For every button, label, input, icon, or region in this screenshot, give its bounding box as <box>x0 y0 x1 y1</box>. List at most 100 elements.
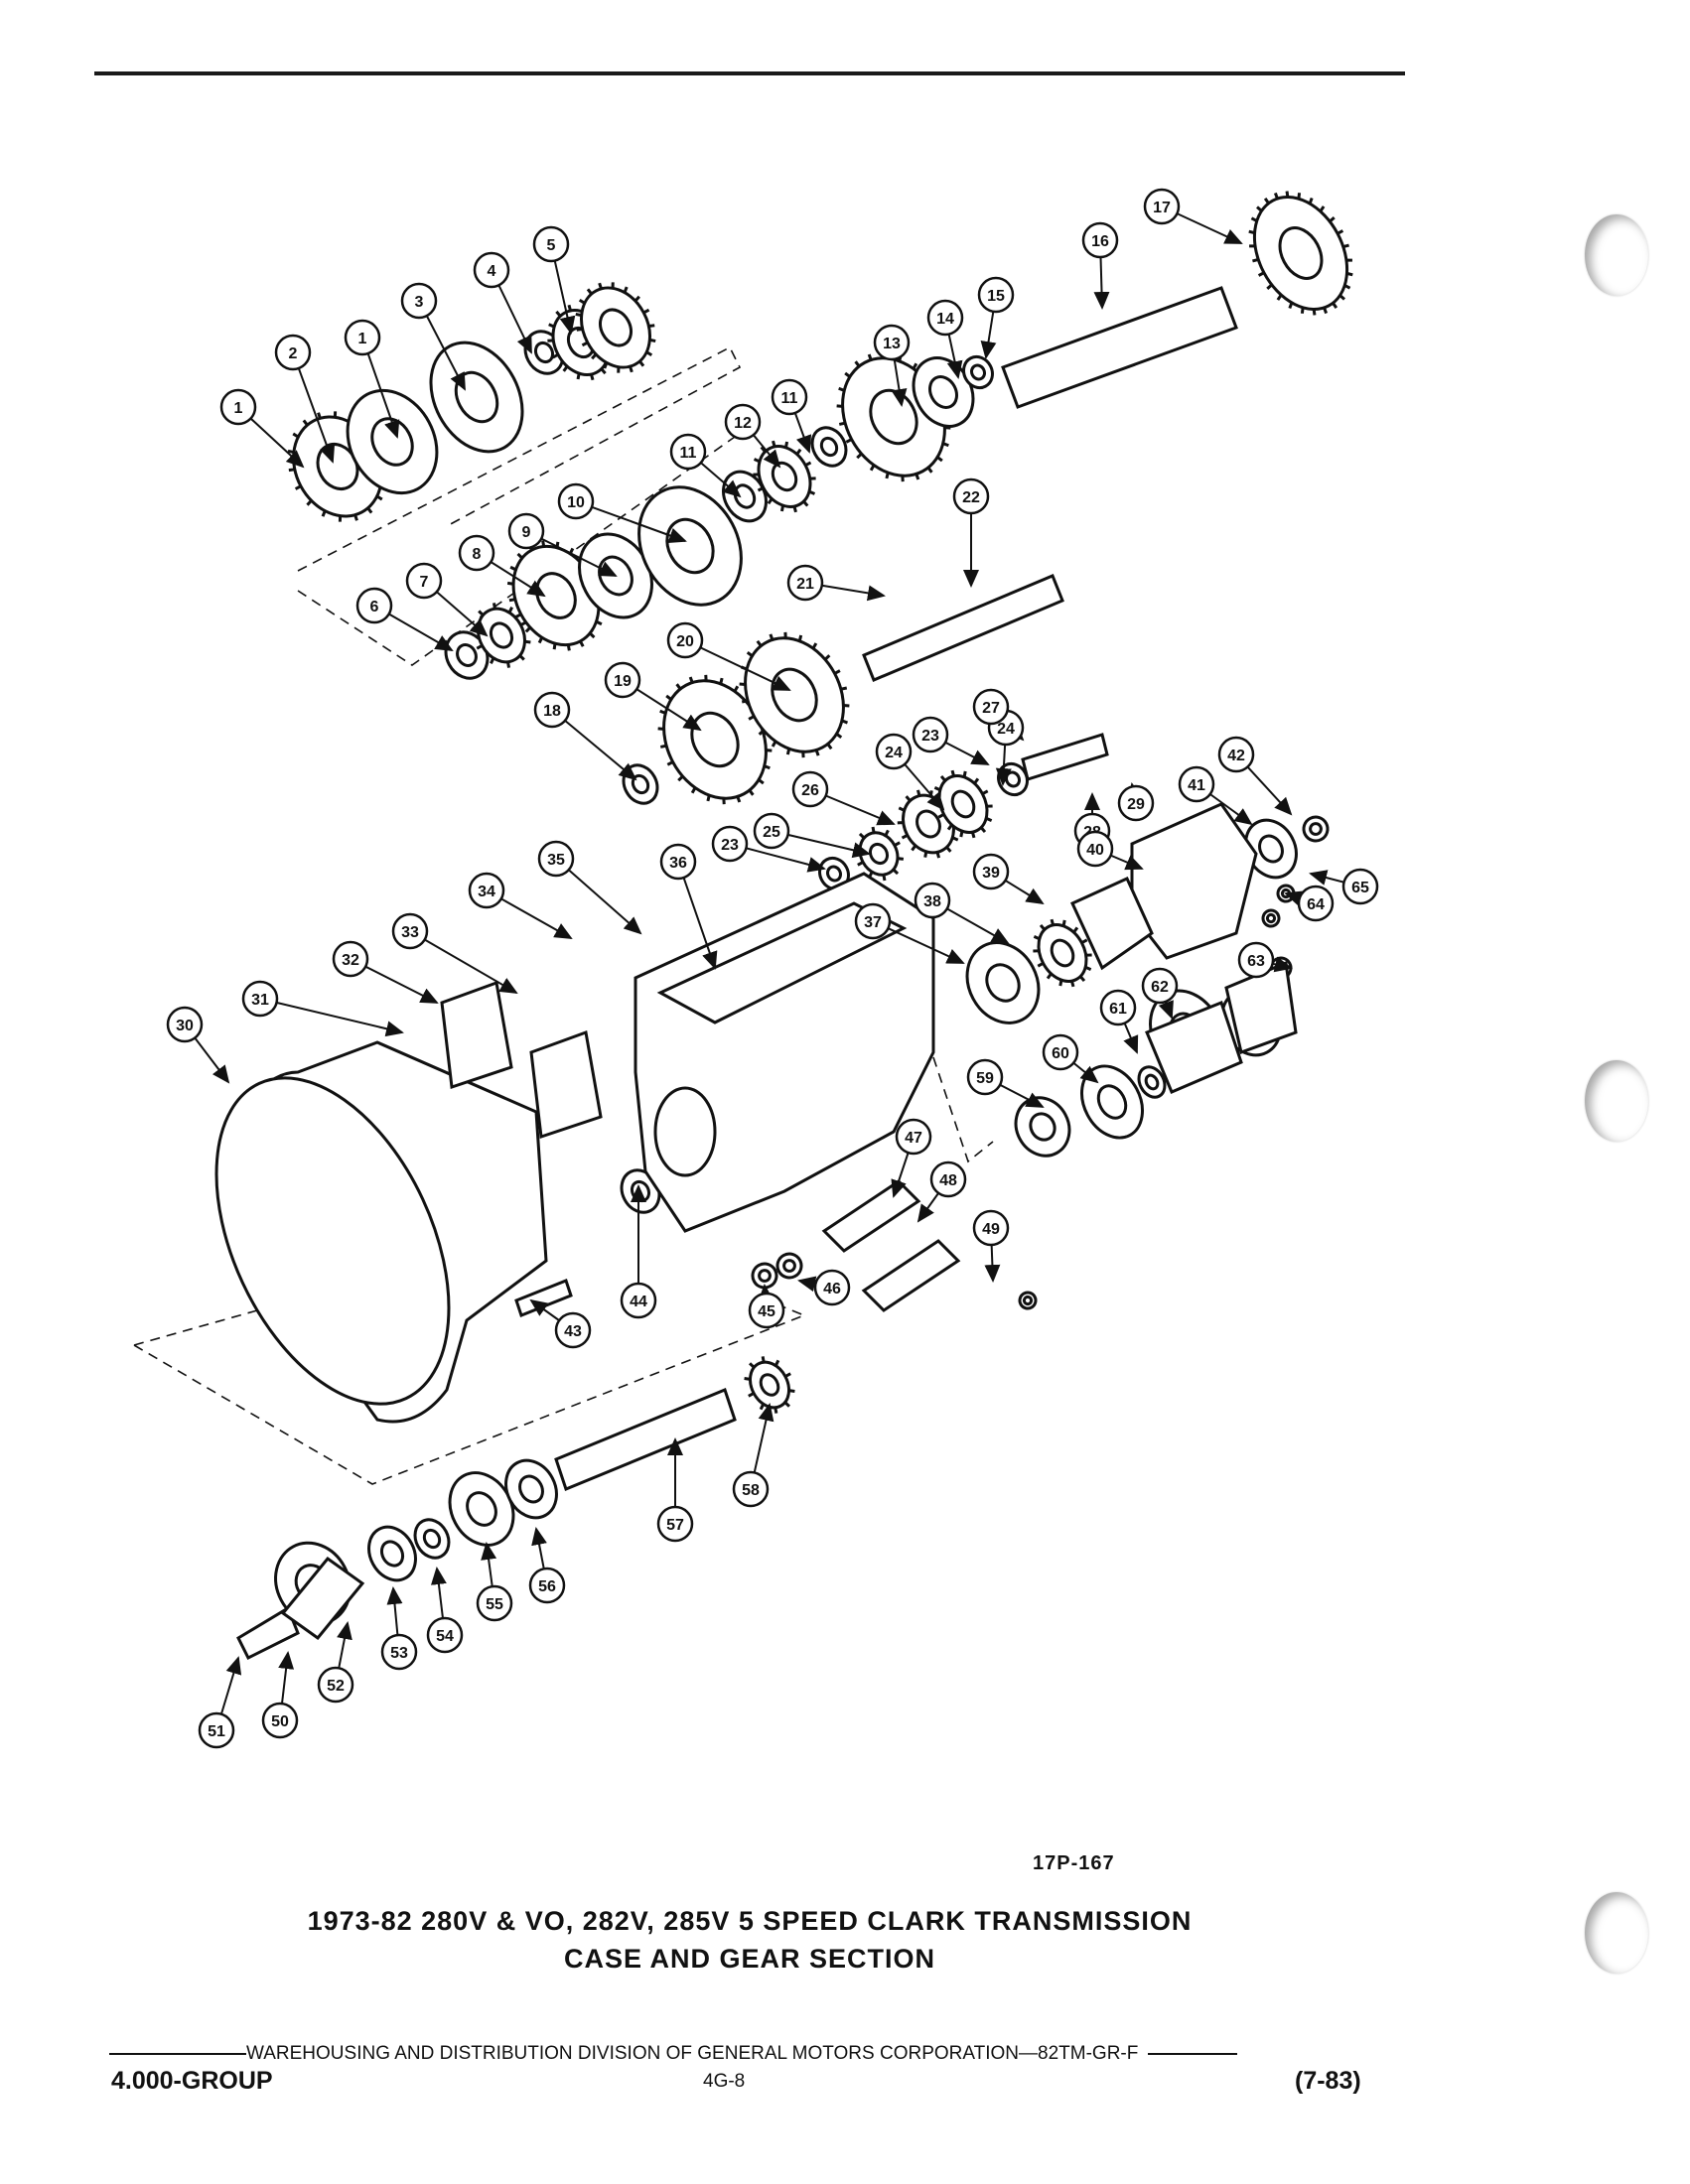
callout-circle <box>914 882 951 919</box>
gasket <box>1070 877 1154 971</box>
callout-circle <box>786 564 824 602</box>
gear-part <box>775 1252 803 1280</box>
callout-number: 34 <box>478 884 495 900</box>
leader-arrow <box>555 858 642 935</box>
callout-circle <box>791 770 829 808</box>
shaft-part <box>1021 733 1109 781</box>
callout-number: 31 <box>251 992 269 1009</box>
callout-circle <box>952 478 990 515</box>
callout-circle <box>1076 830 1114 868</box>
callout-number: 36 <box>669 855 687 872</box>
callout-circle <box>813 1269 851 1306</box>
top-rule <box>94 71 1405 75</box>
callout-number: 35 <box>547 852 565 869</box>
callout-number: 57 <box>666 1517 684 1534</box>
gear-part <box>413 1518 451 1560</box>
gear-part <box>444 630 490 680</box>
callout-number: 11 <box>680 445 697 462</box>
callout-circle <box>476 1584 513 1622</box>
callout-circle <box>355 587 393 624</box>
callout-number: 9 <box>522 524 531 541</box>
callout-number: 13 <box>883 336 901 352</box>
callout-number: 12 <box>734 415 752 432</box>
callout-circle <box>977 276 1015 314</box>
callout-number: 23 <box>921 728 939 745</box>
callout-number: 40 <box>1086 842 1104 859</box>
side-cover <box>861 1239 961 1312</box>
callout-circle <box>1297 885 1335 922</box>
footer-rule-left <box>109 2053 246 2055</box>
callout-number: 29 <box>1127 796 1145 813</box>
footer-distribution-line: WAREHOUSING AND DISTRIBUTION DIVISION OF… <box>109 2043 1402 2065</box>
callout-number: 25 <box>763 824 780 841</box>
leader-arrow <box>259 998 404 1037</box>
callout-circle <box>537 840 575 878</box>
callout-circle <box>929 1160 967 1198</box>
callout-circle <box>400 282 438 320</box>
bell-housing-opening <box>214 1076 451 1406</box>
callout-circle <box>972 853 1010 890</box>
callout-number: 11 <box>781 390 798 407</box>
binder-hole-bottom <box>1585 1892 1648 1974</box>
callout-number: 32 <box>342 952 359 969</box>
callout-circle <box>912 716 949 753</box>
callout-circle <box>528 1567 566 1604</box>
callout-circle <box>166 1006 204 1043</box>
callout-circle <box>873 324 911 361</box>
side-gasket <box>821 1179 921 1253</box>
leader-arrow <box>292 351 336 464</box>
callout-number: 19 <box>614 673 632 690</box>
callout-circle <box>219 388 257 426</box>
callout-number: 18 <box>543 703 561 720</box>
gear-part <box>504 1458 558 1520</box>
callout-circle <box>966 1058 1004 1096</box>
binder-hole-top <box>1585 214 1648 296</box>
callout-circle <box>620 1282 657 1319</box>
callout-number: 14 <box>936 311 954 328</box>
callout-number: 7 <box>420 574 429 591</box>
callout-number: 2 <box>289 345 298 362</box>
gear-part <box>1018 1291 1038 1310</box>
callout-circle <box>972 688 1010 726</box>
gear-part <box>744 1356 795 1414</box>
callout-number: 23 <box>721 837 739 854</box>
leader-arrow <box>677 861 718 970</box>
gear-part <box>810 426 848 468</box>
callout-circle <box>771 378 808 416</box>
callout-circle <box>972 1209 1010 1247</box>
callout-number: 52 <box>327 1678 345 1695</box>
callout-circle <box>507 512 545 550</box>
callout-number: 27 <box>982 700 1000 717</box>
dashed-group-outline <box>932 1056 994 1163</box>
callout-number: 20 <box>676 633 694 650</box>
callout-number: 16 <box>1091 233 1109 250</box>
callout-circle <box>1178 765 1215 803</box>
gear-part <box>1080 1064 1144 1140</box>
callout-number: 17 <box>1153 200 1171 216</box>
callout-number: 62 <box>1151 979 1169 996</box>
gear-part <box>1014 1096 1071 1158</box>
callout-circle <box>533 691 571 729</box>
callout-circle <box>405 562 443 600</box>
callout-number: 54 <box>436 1628 454 1645</box>
callout-circle <box>895 1118 932 1156</box>
shaft-part <box>1001 286 1238 409</box>
callout-circle <box>1237 941 1275 979</box>
case-bore <box>653 1086 717 1177</box>
bearing-retainer-gasket <box>1145 1001 1243 1094</box>
callout-number: 41 <box>1188 777 1205 794</box>
callout-circle <box>274 334 312 371</box>
callout-circle <box>926 299 964 337</box>
leader-arrow <box>684 639 791 691</box>
callout-circle <box>426 1616 464 1654</box>
callout-circle <box>711 825 749 863</box>
callout-circle <box>1081 221 1119 259</box>
callout-number: 45 <box>758 1303 775 1320</box>
leader-arrow <box>409 930 518 995</box>
callout-number: 24 <box>885 745 903 761</box>
callout-circle <box>748 1292 785 1329</box>
callout-circle <box>380 1633 418 1671</box>
callout-circle <box>666 621 704 659</box>
callout-number: 53 <box>390 1645 408 1662</box>
callout-number: 47 <box>905 1130 922 1147</box>
